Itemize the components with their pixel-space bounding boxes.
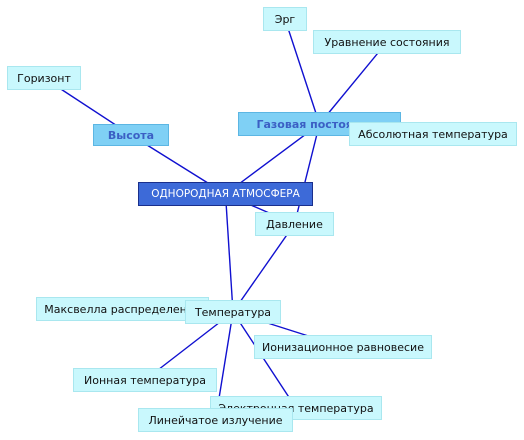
node-absolute-temperature[interactable]: Абсолютная температура bbox=[349, 122, 517, 146]
edge-pressure-temperature bbox=[232, 223, 296, 313]
node-maxwell-distribution[interactable]: Максвелла распределение bbox=[36, 297, 209, 321]
node-root-homogeneous-atmosphere[interactable]: ОДНОРОДНАЯ АТМОСФЕРА bbox=[138, 182, 313, 206]
node-line-radiation[interactable]: Линейчатое излучение bbox=[138, 408, 293, 432]
node-maxwell-distribution-label: Максвелла распределение bbox=[44, 302, 201, 316]
node-temperature[interactable]: Температура bbox=[185, 300, 281, 324]
node-temperature-label: Температура bbox=[194, 305, 272, 319]
node-line-radiation-label: Линейчатое излучение bbox=[148, 413, 283, 427]
node-erg-label: Эрг bbox=[274, 12, 296, 26]
edge-state_eq-gas_const bbox=[318, 41, 388, 125]
node-height-label: Высота bbox=[107, 128, 155, 142]
node-root-label: ОДНОРОДНАЯ АТМОСФЕРА bbox=[151, 188, 300, 200]
node-height[interactable]: Высота bbox=[93, 124, 169, 146]
node-state-equation-label: Уравнение состояния bbox=[324, 35, 450, 49]
node-pressure[interactable]: Давление bbox=[255, 212, 334, 236]
edge-gas_const-pressure bbox=[293, 123, 321, 225]
node-horizon[interactable]: Горизонт bbox=[7, 66, 81, 90]
node-erg[interactable]: Эрг bbox=[263, 7, 307, 31]
node-state-equation[interactable]: Уравнение состояния bbox=[313, 30, 461, 54]
node-ionization-equilibrium-label: Ионизационное равновесие bbox=[262, 340, 424, 354]
node-electron-temperature[interactable]: Электронная температура bbox=[210, 396, 382, 420]
node-pressure-label: Давление bbox=[266, 217, 323, 231]
node-ionization-equilibrium[interactable]: Ионизационное равновесие bbox=[254, 335, 432, 359]
edge-erg-gas_const bbox=[284, 18, 321, 125]
edge-temperature-elec_temp bbox=[232, 311, 297, 409]
node-horizon-label: Горизонт bbox=[17, 71, 71, 85]
edge-root-temperature bbox=[224, 193, 234, 313]
node-ion-temperature-label: Ионная температура bbox=[84, 373, 206, 387]
node-absolute-temperature-label: Абсолютная температура bbox=[358, 127, 508, 141]
node-ion-temperature[interactable]: Ионная температура bbox=[73, 368, 217, 392]
